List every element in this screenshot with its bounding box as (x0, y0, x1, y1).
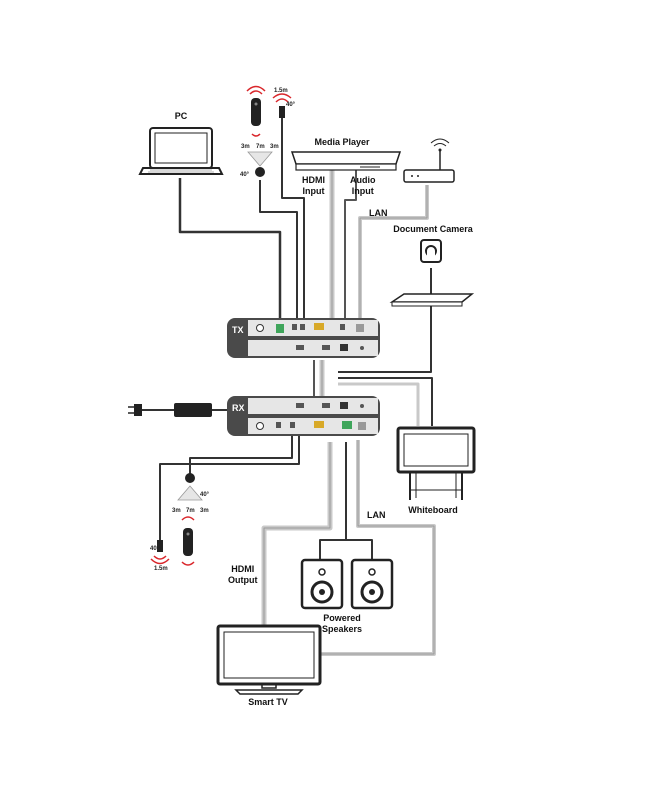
ir-blaster-top-cable (281, 118, 305, 320)
rx-unit: RX (227, 396, 380, 436)
whiteboard (396, 426, 476, 500)
smart-tv-label: Smart TV (248, 697, 288, 707)
tx-label: TX (232, 325, 244, 335)
cables (140, 118, 436, 656)
pc-cable (178, 178, 282, 320)
document-camera-label: Document Camera (393, 224, 473, 234)
ir-remote-bottom-range: 1.5m (154, 566, 168, 572)
media-player (290, 151, 402, 171)
router (403, 138, 455, 183)
doc-camera-to-tx (338, 302, 432, 373)
ir-sensor-bottom-angle: 40° (200, 492, 210, 498)
ir-blaster-bottom-cable (159, 436, 300, 540)
ir-sensor-top-right-range: 3m (270, 144, 279, 150)
ir-remote-top-range: 1.5m (274, 88, 288, 94)
ir-blaster-top (272, 93, 292, 118)
pc-label: PC (174, 111, 188, 121)
ir-remote-bottom-angle: 40° (150, 546, 160, 552)
lan-bottom-label: LAN (367, 510, 386, 520)
ir-sensor-top (247, 151, 273, 177)
ir-sensor-top-left-range: 3m (241, 144, 250, 150)
rx-label: RX (232, 403, 245, 413)
powered-speakers-label: Powered Speakers (322, 613, 363, 634)
smart-tv (216, 624, 322, 695)
hdmi-input-label: HDMI Input (302, 175, 325, 196)
whiteboard-cable (338, 377, 433, 426)
ir-sensor-bottom-right-range: 3m (200, 508, 209, 514)
ir-sensor-top-cable (259, 180, 298, 320)
audio-input-label: Audio Input (350, 175, 376, 196)
ir-sensor-bottom-left-range: 3m (172, 508, 181, 514)
tx-unit: TX (227, 318, 380, 358)
ir-sensor-bottom-cable (189, 436, 293, 478)
document-camera (389, 239, 475, 307)
speaker-left (300, 558, 344, 610)
ir-remote-top (246, 85, 266, 137)
ir-remote-top-angle: 40° (286, 102, 296, 108)
ir-sensor-bottom (177, 473, 203, 501)
speaker-right (350, 558, 394, 610)
pc-laptop (138, 127, 224, 175)
speaker-cable (319, 442, 347, 560)
ir-sensor-bottom-center-range: 7m (186, 508, 195, 514)
hdmi-output-label: HDMI Output (228, 564, 258, 585)
media-player-label: Media Player (314, 137, 370, 147)
ir-remote-bottom (150, 516, 195, 566)
whiteboard-label: Whiteboard (408, 505, 458, 515)
ir-sensor-top-angle: 40° (240, 172, 250, 178)
power-adapter (128, 403, 212, 417)
audio-input-cable (344, 170, 357, 318)
lan-top-label: LAN (369, 208, 388, 218)
ir-sensor-top-center-range: 7m (256, 144, 265, 150)
